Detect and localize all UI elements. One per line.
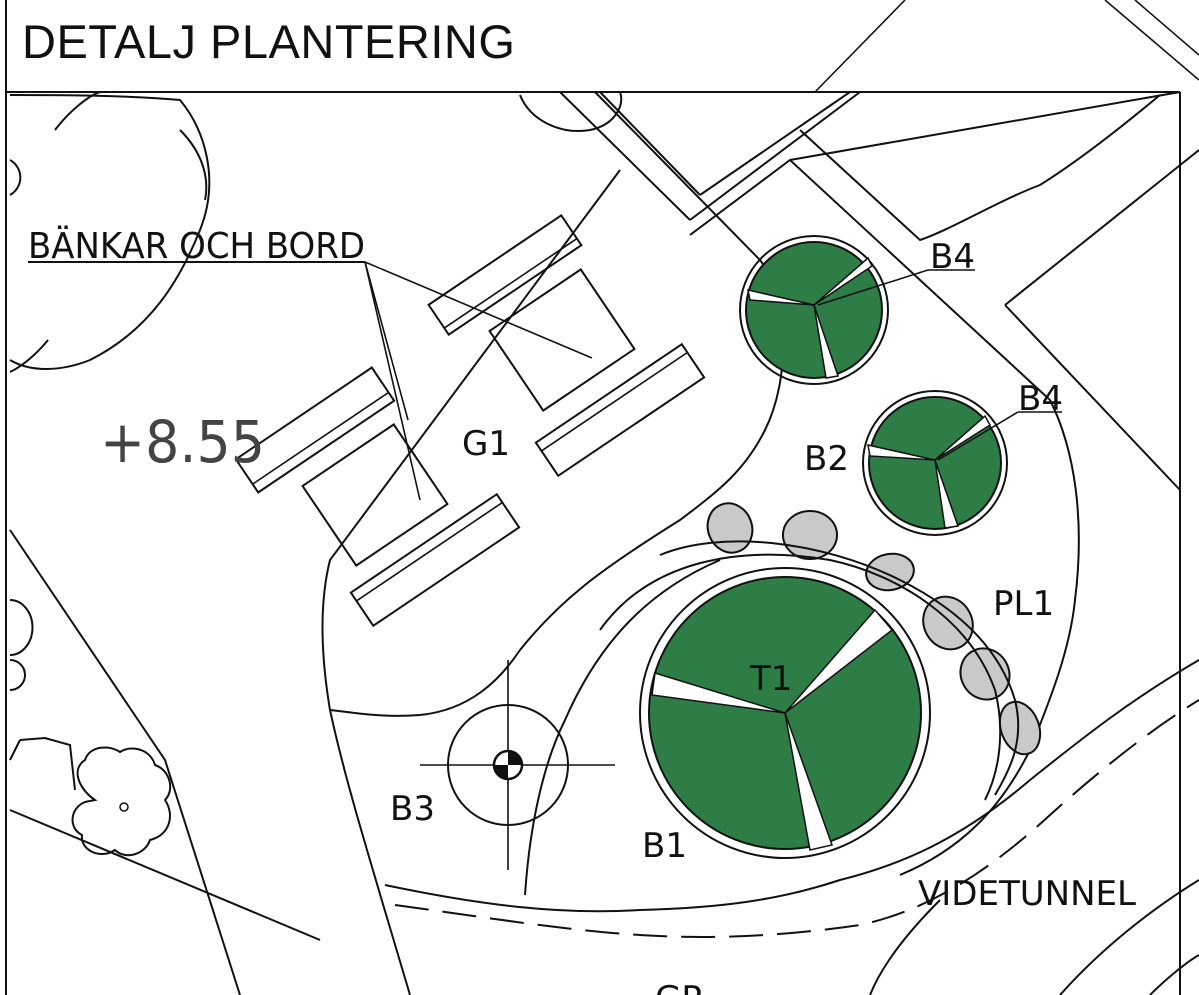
videtunnel-track xyxy=(394,699,1199,938)
drawing-frame xyxy=(5,0,1181,995)
stone-5 xyxy=(959,647,1011,701)
table-2 xyxy=(301,423,449,567)
bench-leader-lines xyxy=(28,261,593,501)
tree-outline-top xyxy=(519,91,623,132)
bench-3 xyxy=(234,366,396,494)
table-1 xyxy=(488,268,636,412)
bed-edge-ring-inner xyxy=(599,553,1002,801)
bench-2 xyxy=(534,342,706,478)
label-pl1: PL1 xyxy=(993,584,1054,624)
label-gp-partial: GP xyxy=(655,979,702,995)
label-elevation: +8.55 xyxy=(100,408,265,476)
existing-tree-outlines xyxy=(9,91,211,691)
plan-title: DETALJ PLANTERING xyxy=(22,15,516,68)
bed-edge-ring xyxy=(659,540,1020,796)
tree-planting-t1 xyxy=(639,567,931,859)
label-videtunnel: VIDETUNNEL xyxy=(918,874,1136,914)
stone-6 xyxy=(998,700,1042,756)
b4-leaders xyxy=(817,269,1062,461)
label-b3: B3 xyxy=(390,789,435,829)
label-b1: B1 xyxy=(642,826,687,866)
north-corner-lines xyxy=(814,0,1199,93)
shrub-symbol xyxy=(71,746,172,857)
bench-4 xyxy=(349,492,521,628)
stone-1 xyxy=(706,502,754,554)
label-t1: T1 xyxy=(749,659,792,699)
label-b4-mid: B4 xyxy=(1018,379,1063,419)
tree-symbol-b3 xyxy=(420,660,615,870)
benches-and-tables xyxy=(234,213,706,628)
bench-1 xyxy=(427,213,583,337)
stone-2 xyxy=(782,510,838,560)
label-b2: B2 xyxy=(804,439,849,479)
path-boundaries xyxy=(9,91,1199,995)
tree-planting-b4-mid xyxy=(862,390,1008,536)
label-b4-top: B4 xyxy=(930,237,975,277)
label-benches: BÄNKAR OCH BORD xyxy=(28,225,365,267)
tree-planting-b4-top xyxy=(739,235,889,385)
label-g1: G1 xyxy=(462,424,510,464)
